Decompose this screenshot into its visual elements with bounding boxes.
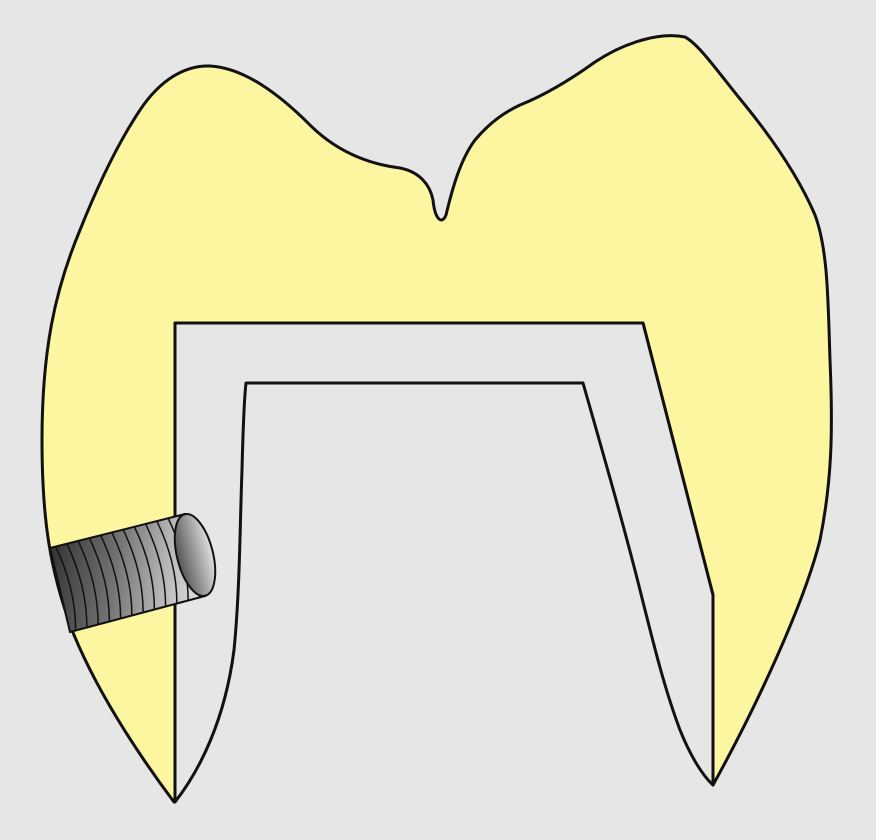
screw-threads [54,515,201,631]
screw-thread [133,526,156,610]
screw-thread [99,534,122,619]
tooth-body [40,34,833,804]
pulp-canal [173,321,715,804]
screw-thread [156,520,178,604]
screw-thread [88,537,111,622]
screw-thread [144,523,167,607]
implant-screw [48,512,217,634]
screw-thread [54,546,77,631]
screw-thread [111,532,133,616]
screw-thread [122,529,144,613]
screw-thread [77,540,99,625]
screw-cap [173,513,217,597]
screw-thread [66,543,88,628]
